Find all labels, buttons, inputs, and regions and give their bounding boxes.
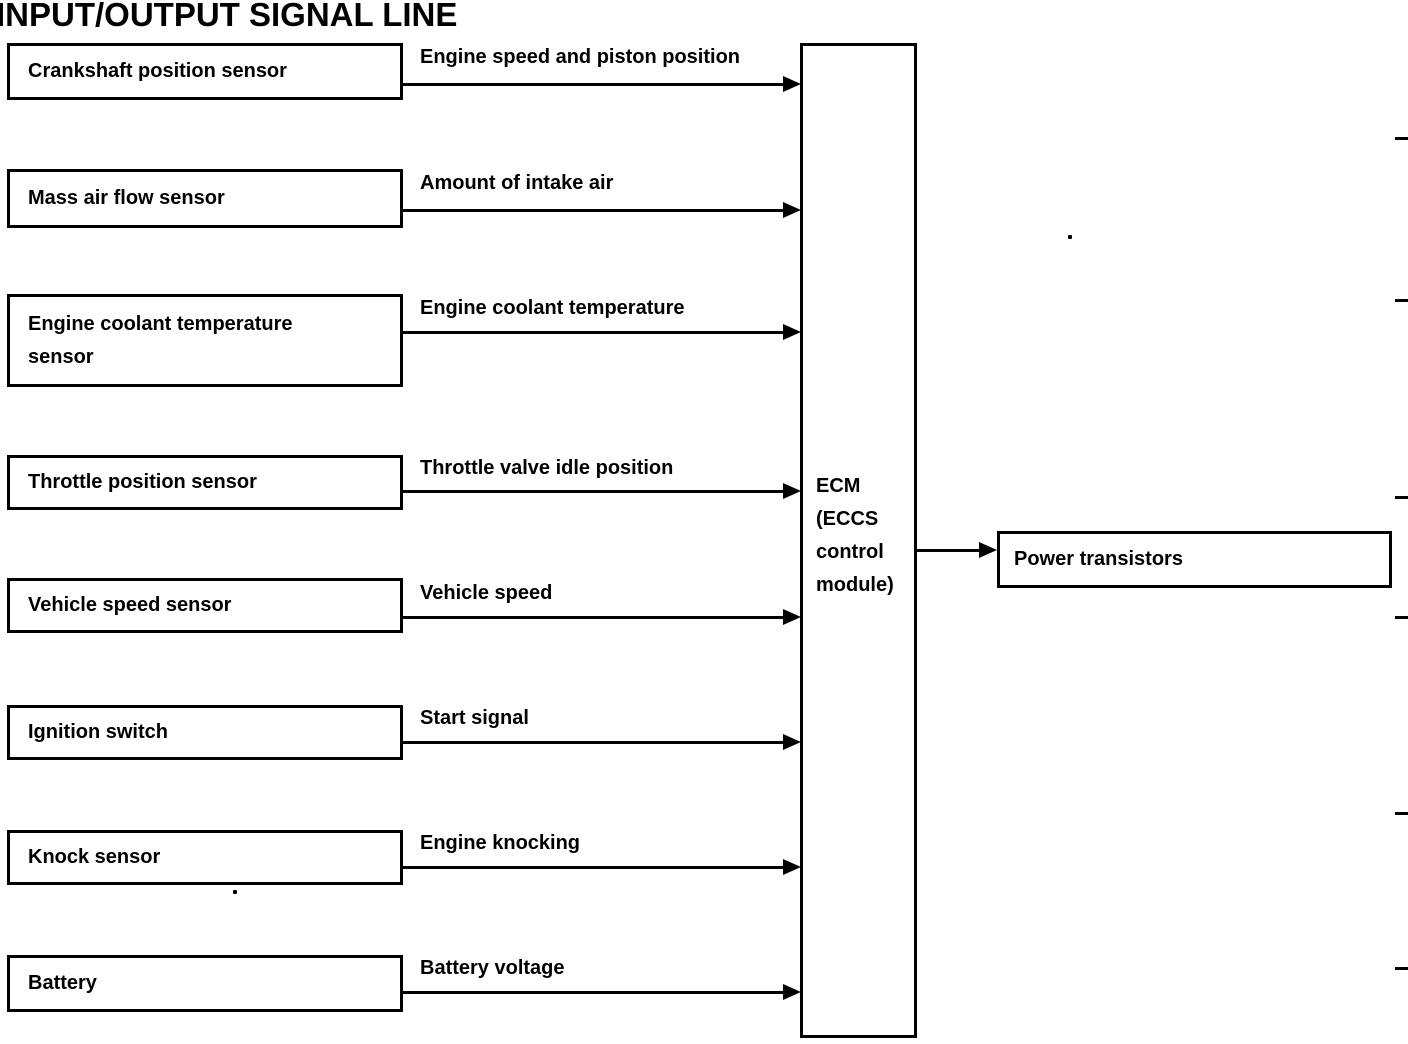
scan-artifact-dot: [233, 890, 237, 894]
output-box-power-transistors: Power transistors: [997, 531, 1392, 588]
page-margin-tick: [1395, 137, 1408, 140]
input-box-knock-sensor: Knock sensor: [7, 830, 403, 885]
signal-arrow-line: [403, 741, 785, 744]
signal-label: Start signal: [420, 707, 529, 729]
output-arrow-line: [917, 549, 981, 552]
output-box-label: Power transistors: [1014, 548, 1183, 570]
input-box-ignition-switch: Ignition switch: [7, 705, 403, 760]
input-box-label: Crankshaft position sensor: [28, 60, 287, 82]
page-margin-tick: [1395, 967, 1408, 970]
signal-arrow-line: [403, 866, 785, 869]
signal-arrow-head-icon: [783, 859, 801, 875]
input-box-engine-coolant-temperature-sensor: Engine coolant temperature sensor: [7, 294, 403, 387]
signal-arrow-line: [403, 490, 785, 493]
input-box-battery: Battery: [7, 955, 403, 1012]
signal-label: Battery voltage: [420, 957, 565, 979]
output-arrow-head-icon: [979, 542, 997, 558]
input-box-label: Battery: [28, 972, 97, 994]
input-box-label: Ignition switch: [28, 721, 168, 743]
input-box-vehicle-speed-sensor: Vehicle speed sensor: [7, 578, 403, 633]
signal-label: Engine coolant temperature: [420, 297, 685, 319]
input-box-label: Knock sensor: [28, 846, 161, 868]
signal-arrow-head-icon: [783, 984, 801, 1000]
signal-arrow-line: [403, 991, 785, 994]
input-box-throttle-position-sensor: Throttle position sensor: [7, 455, 403, 510]
signal-arrow-head-icon: [783, 76, 801, 92]
input-box-mass-air-flow-sensor: Mass air flow sensor: [7, 169, 403, 228]
page-margin-tick: [1395, 299, 1408, 302]
page-margin-tick: [1395, 496, 1408, 499]
signal-arrow-head-icon: [783, 734, 801, 750]
signal-arrow-head-icon: [783, 483, 801, 499]
signal-arrow-line: [403, 209, 785, 212]
input-box-crankshaft-position-sensor: Crankshaft position sensor: [7, 43, 403, 100]
input-box-label: Vehicle speed sensor: [28, 594, 232, 616]
scan-artifact-dot: [1068, 235, 1072, 239]
signal-label: Engine knocking: [420, 832, 581, 854]
signal-arrow-line: [403, 616, 785, 619]
signal-arrow-line: [403, 331, 785, 334]
signal-label: Throttle valve idle position: [420, 457, 674, 479]
signal-arrow-head-icon: [783, 324, 801, 340]
signal-arrow-head-icon: [783, 609, 801, 625]
page-title: INPUT/OUTPUT SIGNAL LINE: [0, 0, 458, 33]
ecm-box: ECM (ECCS control module): [800, 43, 917, 1038]
signal-arrow-head-icon: [783, 202, 801, 218]
signal-arrow-line: [403, 83, 785, 86]
signal-label: Engine speed and piston position: [420, 46, 741, 68]
input-box-label: Throttle position sensor: [28, 471, 257, 493]
page-margin-tick: [1395, 812, 1408, 815]
signal-label: Amount of intake air: [420, 172, 614, 194]
page-margin-tick: [1395, 616, 1408, 619]
input-box-label: Engine coolant temperature sensor: [28, 312, 293, 368]
signal-label: Vehicle speed: [420, 582, 553, 604]
ecm-label: ECM (ECCS control module): [816, 475, 894, 596]
input-box-label: Mass air flow sensor: [28, 187, 225, 209]
